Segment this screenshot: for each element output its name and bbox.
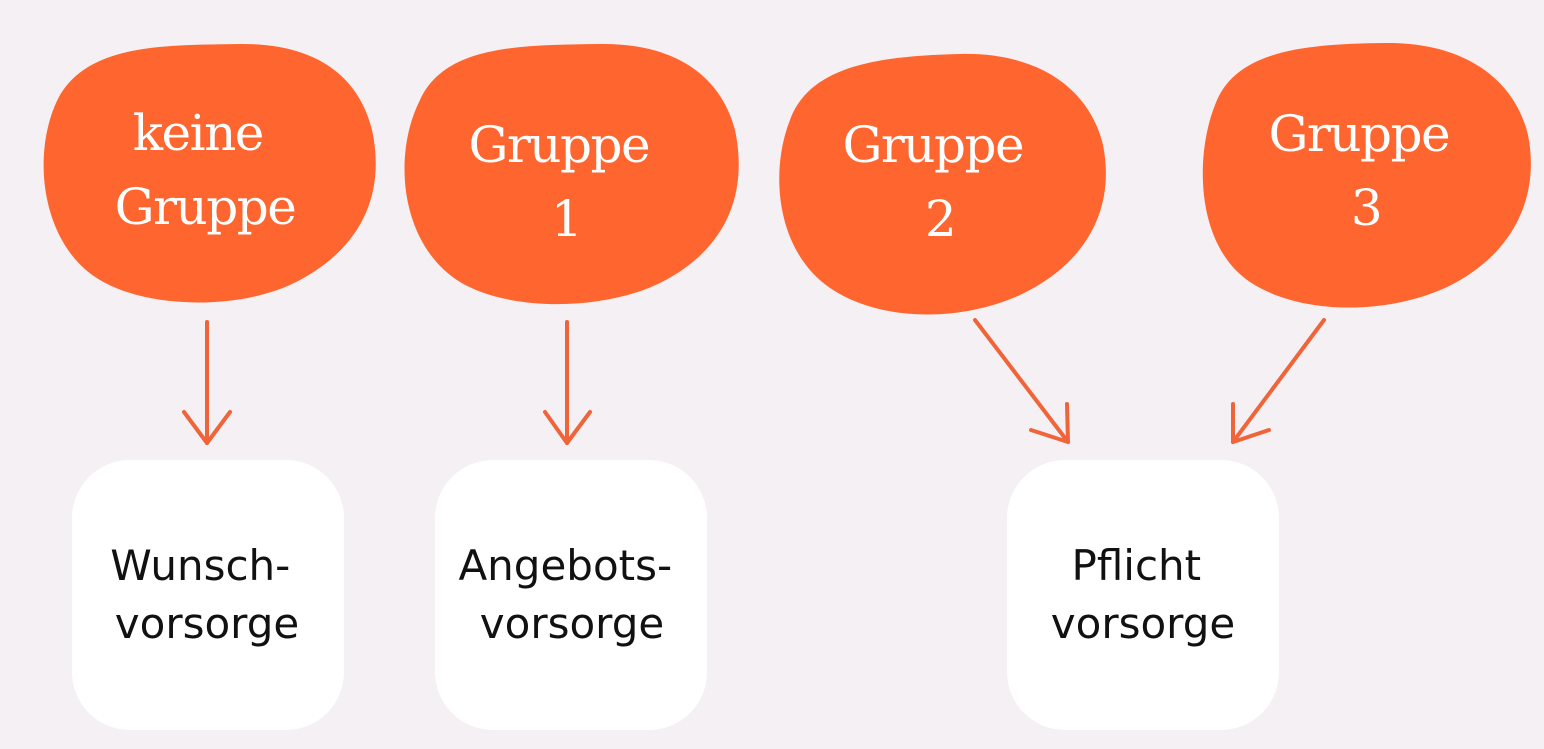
arrow-head (543, 410, 592, 445)
group-label-line-2: 1 (551, 190, 581, 248)
arrow-gruppe-3-to-pflichtvorsorge (1231, 318, 1326, 444)
outcome-box (1007, 460, 1279, 730)
group-label: Gruppe 2 (842, 116, 1037, 248)
outcome-box (435, 460, 707, 730)
group-node-keine-gruppe: keine Gruppe (43, 43, 376, 303)
group-blob-shape (1202, 42, 1531, 308)
outcome-label-line-1: Wunsch- (110, 541, 290, 590)
outcome-label-line-2: vorsorge (115, 599, 299, 648)
outcome-box (72, 460, 344, 730)
outcome-label-line-1: Pflicht (1072, 541, 1202, 590)
group-label-line-1: Gruppe (1268, 105, 1449, 163)
arrow-head (182, 410, 232, 445)
outcome-label-line-1: Angebots- (458, 541, 672, 590)
outcome-node-pflichtvorsorge: Pflicht vorsorge (1007, 460, 1279, 730)
arrow-keine-gruppe-to-wunschvorsorge (182, 320, 232, 445)
group-label-line-1: Gruppe (468, 116, 649, 174)
group-label-line-2: Gruppe (115, 178, 296, 236)
arrow-gruppe-2-to-pflichtvorsorge (973, 318, 1070, 444)
outcome-label: Pflicht vorsorge (1051, 541, 1235, 648)
group-blob-shape (404, 43, 739, 305)
group-label-line-1: keine (133, 104, 263, 162)
outcome-label: Wunsch- vorsorge (110, 541, 303, 648)
group-blob-shape (43, 43, 376, 303)
outcome-node-wunschvorsorge: Wunsch- vorsorge (72, 460, 344, 730)
outcome-label-line-2: vorsorge (1051, 599, 1235, 648)
arrow-head (1029, 402, 1070, 444)
arrow-gruppe-1-to-angebotsvorsorge (543, 320, 592, 445)
group-label: Gruppe 1 (468, 116, 663, 248)
group-label: Gruppe 3 (1268, 105, 1463, 237)
group-label: keine Gruppe (115, 104, 296, 236)
arrow-shaft (973, 318, 1070, 444)
outcome-label: Angebots- vorsorge (458, 541, 685, 648)
group-node-gruppe-3: Gruppe 3 (1202, 42, 1531, 308)
group-label-line-2: 2 (925, 190, 955, 248)
group-node-gruppe-1: Gruppe 1 (404, 43, 739, 305)
group-blob-shape (779, 53, 1106, 315)
outcome-label-line-2: vorsorge (480, 599, 664, 648)
outcome-node-angebotsvorsorge: Angebots- vorsorge (435, 460, 707, 730)
group-label-line-2: 3 (1351, 179, 1381, 237)
group-label-line-1: Gruppe (842, 116, 1023, 174)
arrow-head (1231, 402, 1271, 444)
arrow-shaft (1231, 318, 1326, 444)
group-node-gruppe-2: Gruppe 2 (779, 53, 1106, 315)
